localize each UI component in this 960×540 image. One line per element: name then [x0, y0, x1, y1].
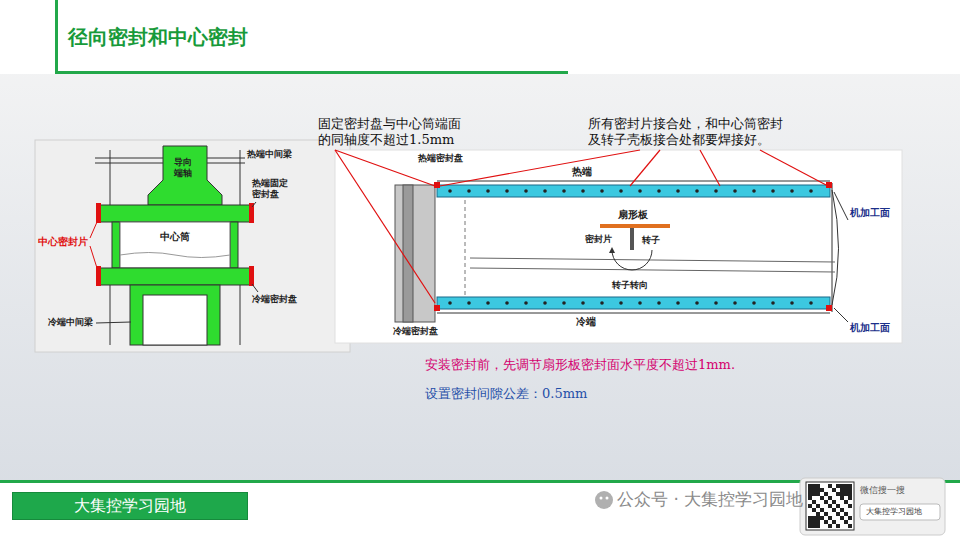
- part-name: 冷端密封盘: [393, 326, 438, 337]
- slide-title: 径向密封和中心密封: [68, 24, 248, 51]
- part-name: 中心筒: [160, 231, 190, 244]
- part-name: 热端中间梁: [247, 149, 292, 160]
- footer-text: 大集控学习园地: [74, 496, 186, 517]
- surface-label: 机加工面: [850, 207, 890, 220]
- surface-label: 机加工面: [850, 322, 890, 335]
- part-name: 热端固定密封盘: [252, 178, 290, 201]
- watermark: 微信搜一搜: [860, 485, 905, 496]
- part-name: 转子转向: [612, 280, 648, 291]
- center-seal-drawing: [35, 140, 350, 352]
- part-name: 热端密封盘: [418, 153, 463, 164]
- part-name: 冷端: [576, 316, 596, 329]
- part-name: 冷端密封盘: [252, 294, 297, 305]
- part-name: 扇形板: [618, 209, 648, 222]
- header-band: [0, 0, 960, 74]
- note-leader-lines: [335, 150, 828, 303]
- header-bar: [55, 0, 58, 74]
- part-name: 热端: [572, 166, 592, 179]
- radial-seal-drawing: [335, 150, 902, 343]
- footer-box: 大集控学习园地: [12, 492, 248, 520]
- note-text: 安装密封前，先调节扇形板密封面水平度不超过1mm.: [425, 357, 735, 373]
- watermark: 公众号 · 大集控学习园地: [617, 489, 803, 510]
- note-text: 所有密封片接合处，和中心筒密封 及转子壳板接合处都要焊接好。: [588, 116, 793, 149]
- part-name: 导向端轴: [174, 157, 194, 180]
- note-text: 固定密封盘与中心筒端面 的同轴度不超过1.5mm: [318, 116, 468, 149]
- watermark-art: [595, 478, 945, 535]
- part-name: 密封片: [585, 234, 612, 245]
- header-underline: [55, 71, 568, 74]
- note-text: 设置密封间隙公差：0.5mm: [425, 386, 587, 402]
- watermark: 大集控学习园地: [866, 507, 922, 517]
- part-name: 转子: [642, 235, 660, 246]
- part-name: 冷端中间梁: [48, 317, 93, 328]
- part-name: 中心密封片: [38, 236, 88, 249]
